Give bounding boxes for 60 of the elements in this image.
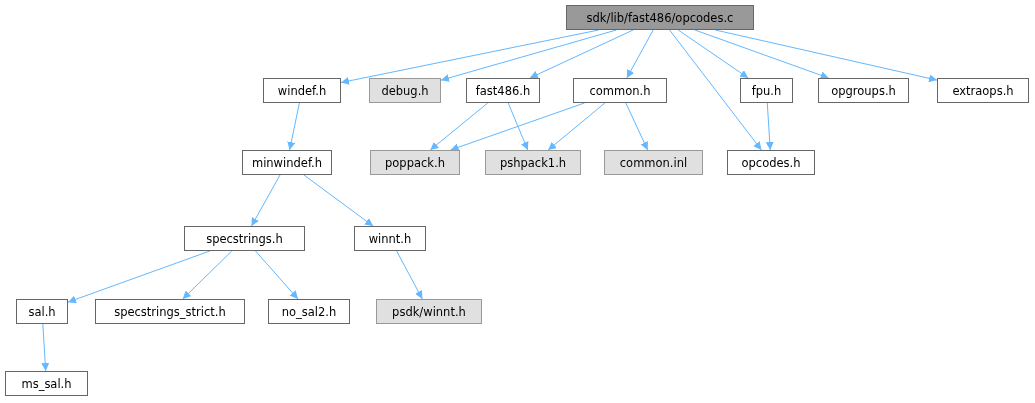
file-box [242,150,332,175]
file-box [5,371,88,396]
file-box [354,226,426,251]
file-name: fpu.h [751,83,782,98]
arrow [529,29,634,79]
file-name: opgroups.h [831,83,896,98]
file-box [573,78,667,103]
file-box [268,299,350,324]
file-name: minwindef.h [251,155,323,170]
arrow [67,250,211,304]
file-box [263,78,341,103]
arrow [303,174,374,227]
file-name: ms_sal.h [21,376,72,391]
arrow [287,102,300,151]
arrow [255,250,299,300]
file-box [184,226,305,251]
file-box [740,78,793,103]
arrow [677,29,749,79]
file-name: poppack.h [385,155,445,170]
arrow [251,174,281,227]
file-name: no_sal2.h [281,304,337,319]
file-box [376,299,482,324]
file-name: sdk/lib/fast486/opcodes.c [586,10,734,25]
arrow [694,29,830,80]
arrow [669,29,762,151]
arrow [507,102,529,151]
arrow [41,323,50,372]
file-box [566,5,754,30]
arrow [626,29,654,79]
arrow [450,102,585,152]
file-name: psdk/winnt.h [392,304,466,319]
arrow [396,250,423,300]
file-name: debug.h [381,83,429,98]
file-name: extraops.h [952,83,1014,98]
file-box [95,299,245,324]
file-box [727,150,815,175]
file-box [818,78,909,103]
file-name: specstrings_strict.h [114,304,226,319]
file-name: sal.h [28,304,56,319]
arrow [182,250,233,300]
file-box [485,150,581,175]
file-name: common.inl [619,155,688,170]
file-box [466,78,540,103]
file-name: common.h [589,83,651,98]
arrow [625,102,649,151]
arrow [429,102,489,151]
file-name: winnt.h [368,231,412,246]
file-name: specstrings.h [206,231,283,246]
file-box [937,78,1029,103]
file-box [370,150,460,175]
file-name: fast486.h [475,83,531,98]
file-name: windef.h [277,83,327,98]
arrow [765,102,774,151]
file-box [604,150,703,175]
arrow [547,102,606,151]
file-box [369,78,441,103]
file-name: opcodes.h [741,155,801,170]
arrow [440,29,617,82]
file-box [16,299,68,324]
file-name: pshpack1.h [499,155,567,170]
